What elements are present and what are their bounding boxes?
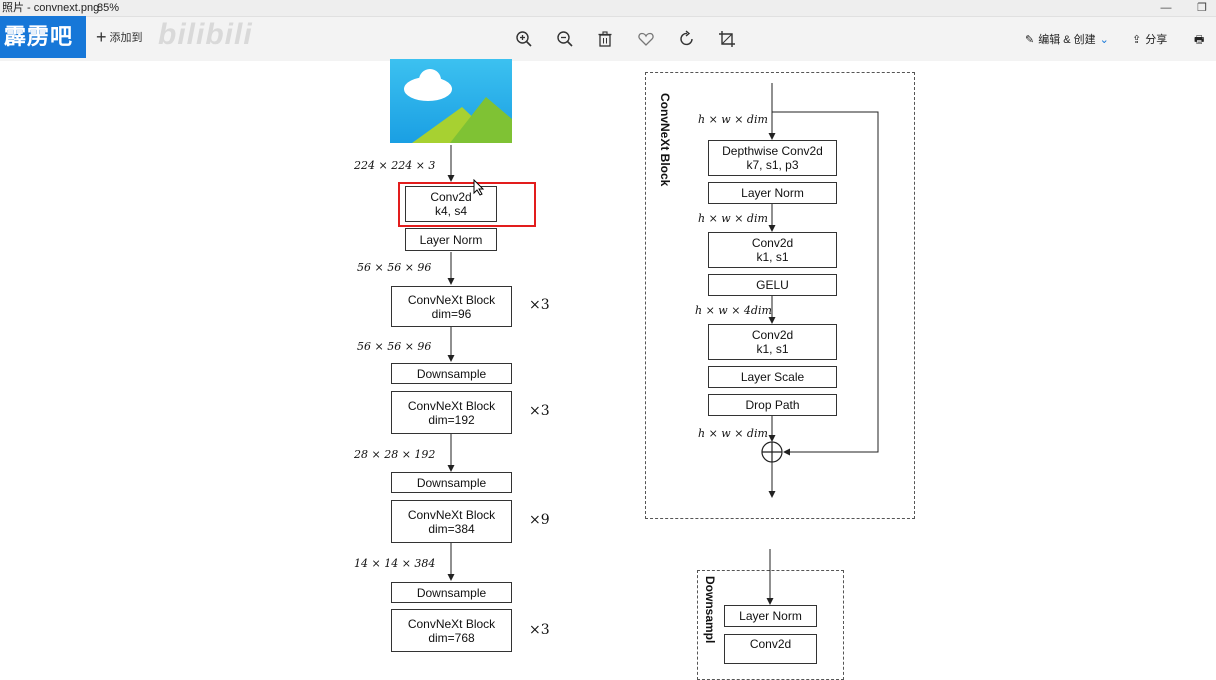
ds-conv-label: Conv2d (749, 637, 792, 651)
add-to-label: 添加到 (109, 32, 143, 44)
layer-scale-box: Layer Scale (708, 366, 837, 388)
restore-button[interactable]: ❐ (1197, 2, 1207, 14)
stage3-block: ConvNeXt Block dim=384 (391, 500, 512, 543)
cb-conv1-line1: Conv2d (751, 236, 794, 250)
cb-layer-norm-label: Layer Norm (741, 186, 804, 200)
drop-path-box: Drop Path (708, 394, 837, 416)
stage4-in-dims-label: 14 × 14 × 384 (354, 557, 436, 570)
stage3-in-dims-label: 28 × 28 × 192 (354, 448, 436, 461)
share-button[interactable]: ⇪ 分享 (1132, 31, 1167, 47)
stage2-block: ConvNeXt Block dim=192 (391, 391, 512, 434)
title-bar: 照片 - convnext.png 85% — ❐ (0, 0, 1216, 17)
image-canvas: 224 × 224 × 3 Conv2d k4, s4 Layer Norm 5… (0, 59, 1216, 680)
stage1-repeat: ×3 (529, 297, 550, 313)
edit-icon: ✎ (1025, 33, 1035, 46)
dwconv-line2: k7, s1, p3 (746, 158, 799, 172)
toolbar (0, 17, 1216, 61)
crop-icon[interactable] (715, 27, 739, 51)
drop-path-label: Drop Path (745, 398, 800, 412)
stage4-repeat: ×3 (529, 622, 550, 638)
dwconv-box: Depthwise Conv2d k7, s1, p3 (708, 140, 837, 176)
zoom-in-icon[interactable] (512, 27, 536, 51)
convnext-block-title: ConvNeXt Block (658, 93, 672, 187)
window-title: 照片 - convnext.png (2, 2, 100, 14)
plus-icon: + (96, 27, 107, 47)
minimize-button[interactable]: — (1160, 2, 1172, 14)
gelu-label: GELU (756, 278, 789, 292)
stage3-block-dim: dim=384 (428, 521, 475, 536)
downsample-label-3: Downsample (416, 585, 487, 600)
zoom-out-icon[interactable] (553, 27, 577, 51)
stage4-block: ConvNeXt Block dim=768 (391, 609, 512, 652)
stem-layer-norm-box: Layer Norm (405, 228, 497, 251)
input-dims-label: 224 × 224 × 3 (354, 159, 436, 172)
layer-scale-label: Layer Scale (740, 370, 805, 384)
favorite-icon[interactable] (634, 27, 658, 51)
cb-layer-norm-box: Layer Norm (708, 182, 837, 204)
stage2-repeat: ×3 (529, 403, 550, 419)
convnext-block-panel (645, 72, 915, 519)
cb-dims-2: h × w × dim (698, 212, 768, 225)
cb-conv2-line1: Conv2d (751, 328, 794, 342)
gelu-box: GELU (708, 274, 837, 296)
stage1-block-name: ConvNeXt Block (407, 292, 496, 307)
downsample-box-1: Downsample (391, 363, 512, 384)
input-image-icon (390, 59, 512, 143)
ds-conv-box: Conv2d (724, 634, 817, 664)
badge-overlay: 霹雳吧 (0, 16, 86, 58)
cb-dims-3: h × w × 4dim (695, 304, 772, 317)
stage2-block-dim: dim=192 (428, 412, 475, 427)
downsample-label-2: Downsample (416, 475, 487, 490)
delete-icon[interactable] (593, 27, 617, 51)
cb-conv1-box: Conv2d k1, s1 (708, 232, 837, 268)
stem-conv-line2: k4, s4 (434, 204, 467, 218)
share-label: 分享 (1145, 34, 1168, 46)
stage3-repeat: ×9 (529, 512, 550, 528)
mouse-cursor-icon (473, 178, 485, 201)
print-icon[interactable]: 🖶 (1194, 34, 1205, 46)
downsample-box-2: Downsample (391, 472, 512, 493)
edit-create-label: 编辑 & 创建 (1038, 34, 1096, 46)
zoom-level: 85% (97, 2, 120, 14)
stage1-dims-label: 56 × 56 × 96 (357, 261, 432, 274)
stage3-block-name: ConvNeXt Block (407, 507, 496, 522)
edit-create-button[interactable]: ✎ 编辑 & 创建 ⌄ (1025, 31, 1109, 47)
stage4-block-dim: dim=768 (428, 630, 475, 645)
share-icon: ⇪ (1132, 33, 1142, 46)
chevron-down-icon: ⌄ (1099, 33, 1109, 46)
stem-conv-box: Conv2d k4, s4 (405, 186, 497, 222)
rotate-icon[interactable] (675, 27, 699, 51)
stage2-in-dims-label: 56 × 56 × 96 (357, 340, 432, 353)
watermark: bilibili (158, 18, 253, 51)
cb-conv2-box: Conv2d k1, s1 (708, 324, 837, 360)
add-to-button[interactable]: + 添加到 (96, 27, 143, 47)
stage1-block-dim: dim=96 (431, 306, 472, 321)
downsample-box-3: Downsample (391, 582, 512, 603)
cb-conv2-line2: k1, s1 (756, 342, 789, 356)
ds-layer-norm-label: Layer Norm (739, 609, 802, 623)
highlight-rectangle (398, 182, 536, 227)
downsample-panel-title: Downsampl (703, 576, 717, 644)
ds-layer-norm-box: Layer Norm (724, 605, 817, 627)
cb-dims-1: h × w × dim (698, 113, 768, 126)
stem-layer-norm-label: Layer Norm (419, 232, 483, 247)
diagram-lines (447, 83, 879, 605)
downsample-label-1: Downsample (416, 366, 487, 381)
stem-conv-line1: Conv2d (430, 190, 472, 204)
cb-conv1-line2: k1, s1 (756, 250, 789, 264)
cb-dims-4: h × w × dim (698, 427, 768, 440)
dwconv-line1: Depthwise Conv2d (722, 144, 823, 158)
stage1-block: ConvNeXt Block dim=96 (391, 286, 512, 327)
stage4-block-name: ConvNeXt Block (407, 616, 496, 631)
stage2-block-name: ConvNeXt Block (407, 398, 496, 413)
